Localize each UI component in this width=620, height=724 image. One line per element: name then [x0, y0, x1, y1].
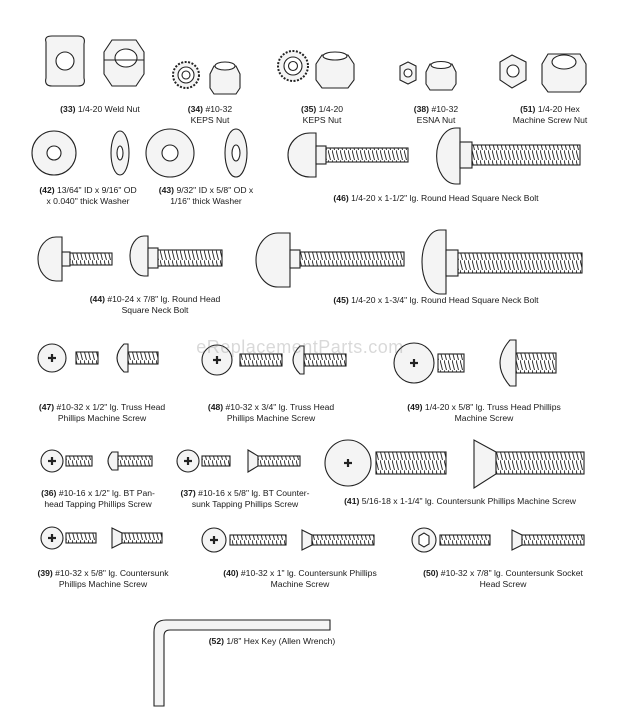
- watermark: eReplacementParts.com: [196, 337, 404, 357]
- socket-head-screw-50-icon: [411, 527, 585, 553]
- round-head-bolt-46-icon: [287, 127, 581, 185]
- countersunk-screw-40-icon: [201, 527, 375, 553]
- countersunk-machine-screw-41-icon: [324, 439, 585, 490]
- caption-46: (46) 1/4-20 x 1-1/2" lg. Round Head Squa…: [333, 193, 539, 203]
- caption-36: (36) #10-16 x 1/2" lg. BT Pan-head Tappi…: [41, 488, 155, 509]
- caption-40: (40) #10-32 x 1" lg. Countersunk Phillip…: [223, 568, 377, 589]
- truss-head-screw-47-icon: [37, 343, 159, 373]
- washer-43-icon: [145, 128, 248, 178]
- caption-37: (37) #10-16 x 5/8" lg. BT Counter-sunk T…: [180, 488, 310, 509]
- truss-head-screw-49-icon: [393, 339, 557, 387]
- washer-42-icon: [31, 130, 130, 176]
- countersunk-screw-39-icon: [40, 526, 163, 550]
- pan-head-tapping-screw-36-icon: [40, 449, 153, 473]
- weld-nut-33-icon: [45, 35, 145, 87]
- caption-52: (52) 1/8" Hex Key (Allen Wrench): [208, 636, 336, 646]
- hex-nut-51-icon: [499, 53, 587, 93]
- esna-nut-38-icon: [399, 60, 457, 91]
- keps-nut-34-icon: [172, 61, 241, 95]
- hex-key-52-icon: [153, 619, 331, 707]
- caption-49: (49) 1/4-20 x 5/8" lg. Truss Head Philli…: [407, 402, 561, 423]
- truss-head-screw-48-icon: [201, 344, 347, 376]
- caption-33: (33) 1/4-20 Weld Nut: [60, 104, 140, 114]
- keps-nut-35-icon: [277, 50, 355, 89]
- caption-50: (50) #10-32 x 7/8" lg. Countersunk Socke…: [423, 568, 583, 589]
- caption-45: (45) 1/4-20 x 1-3/4" lg. Round Head Squa…: [333, 295, 539, 305]
- round-head-bolt-44-icon: [37, 235, 223, 282]
- caption-41: (41) 5/16-18 x 1-1/4" lg. Countersunk Ph…: [344, 496, 576, 506]
- countersunk-tapping-screw-37-icon: [176, 449, 301, 473]
- round-head-bolt-45-icon: [255, 229, 583, 295]
